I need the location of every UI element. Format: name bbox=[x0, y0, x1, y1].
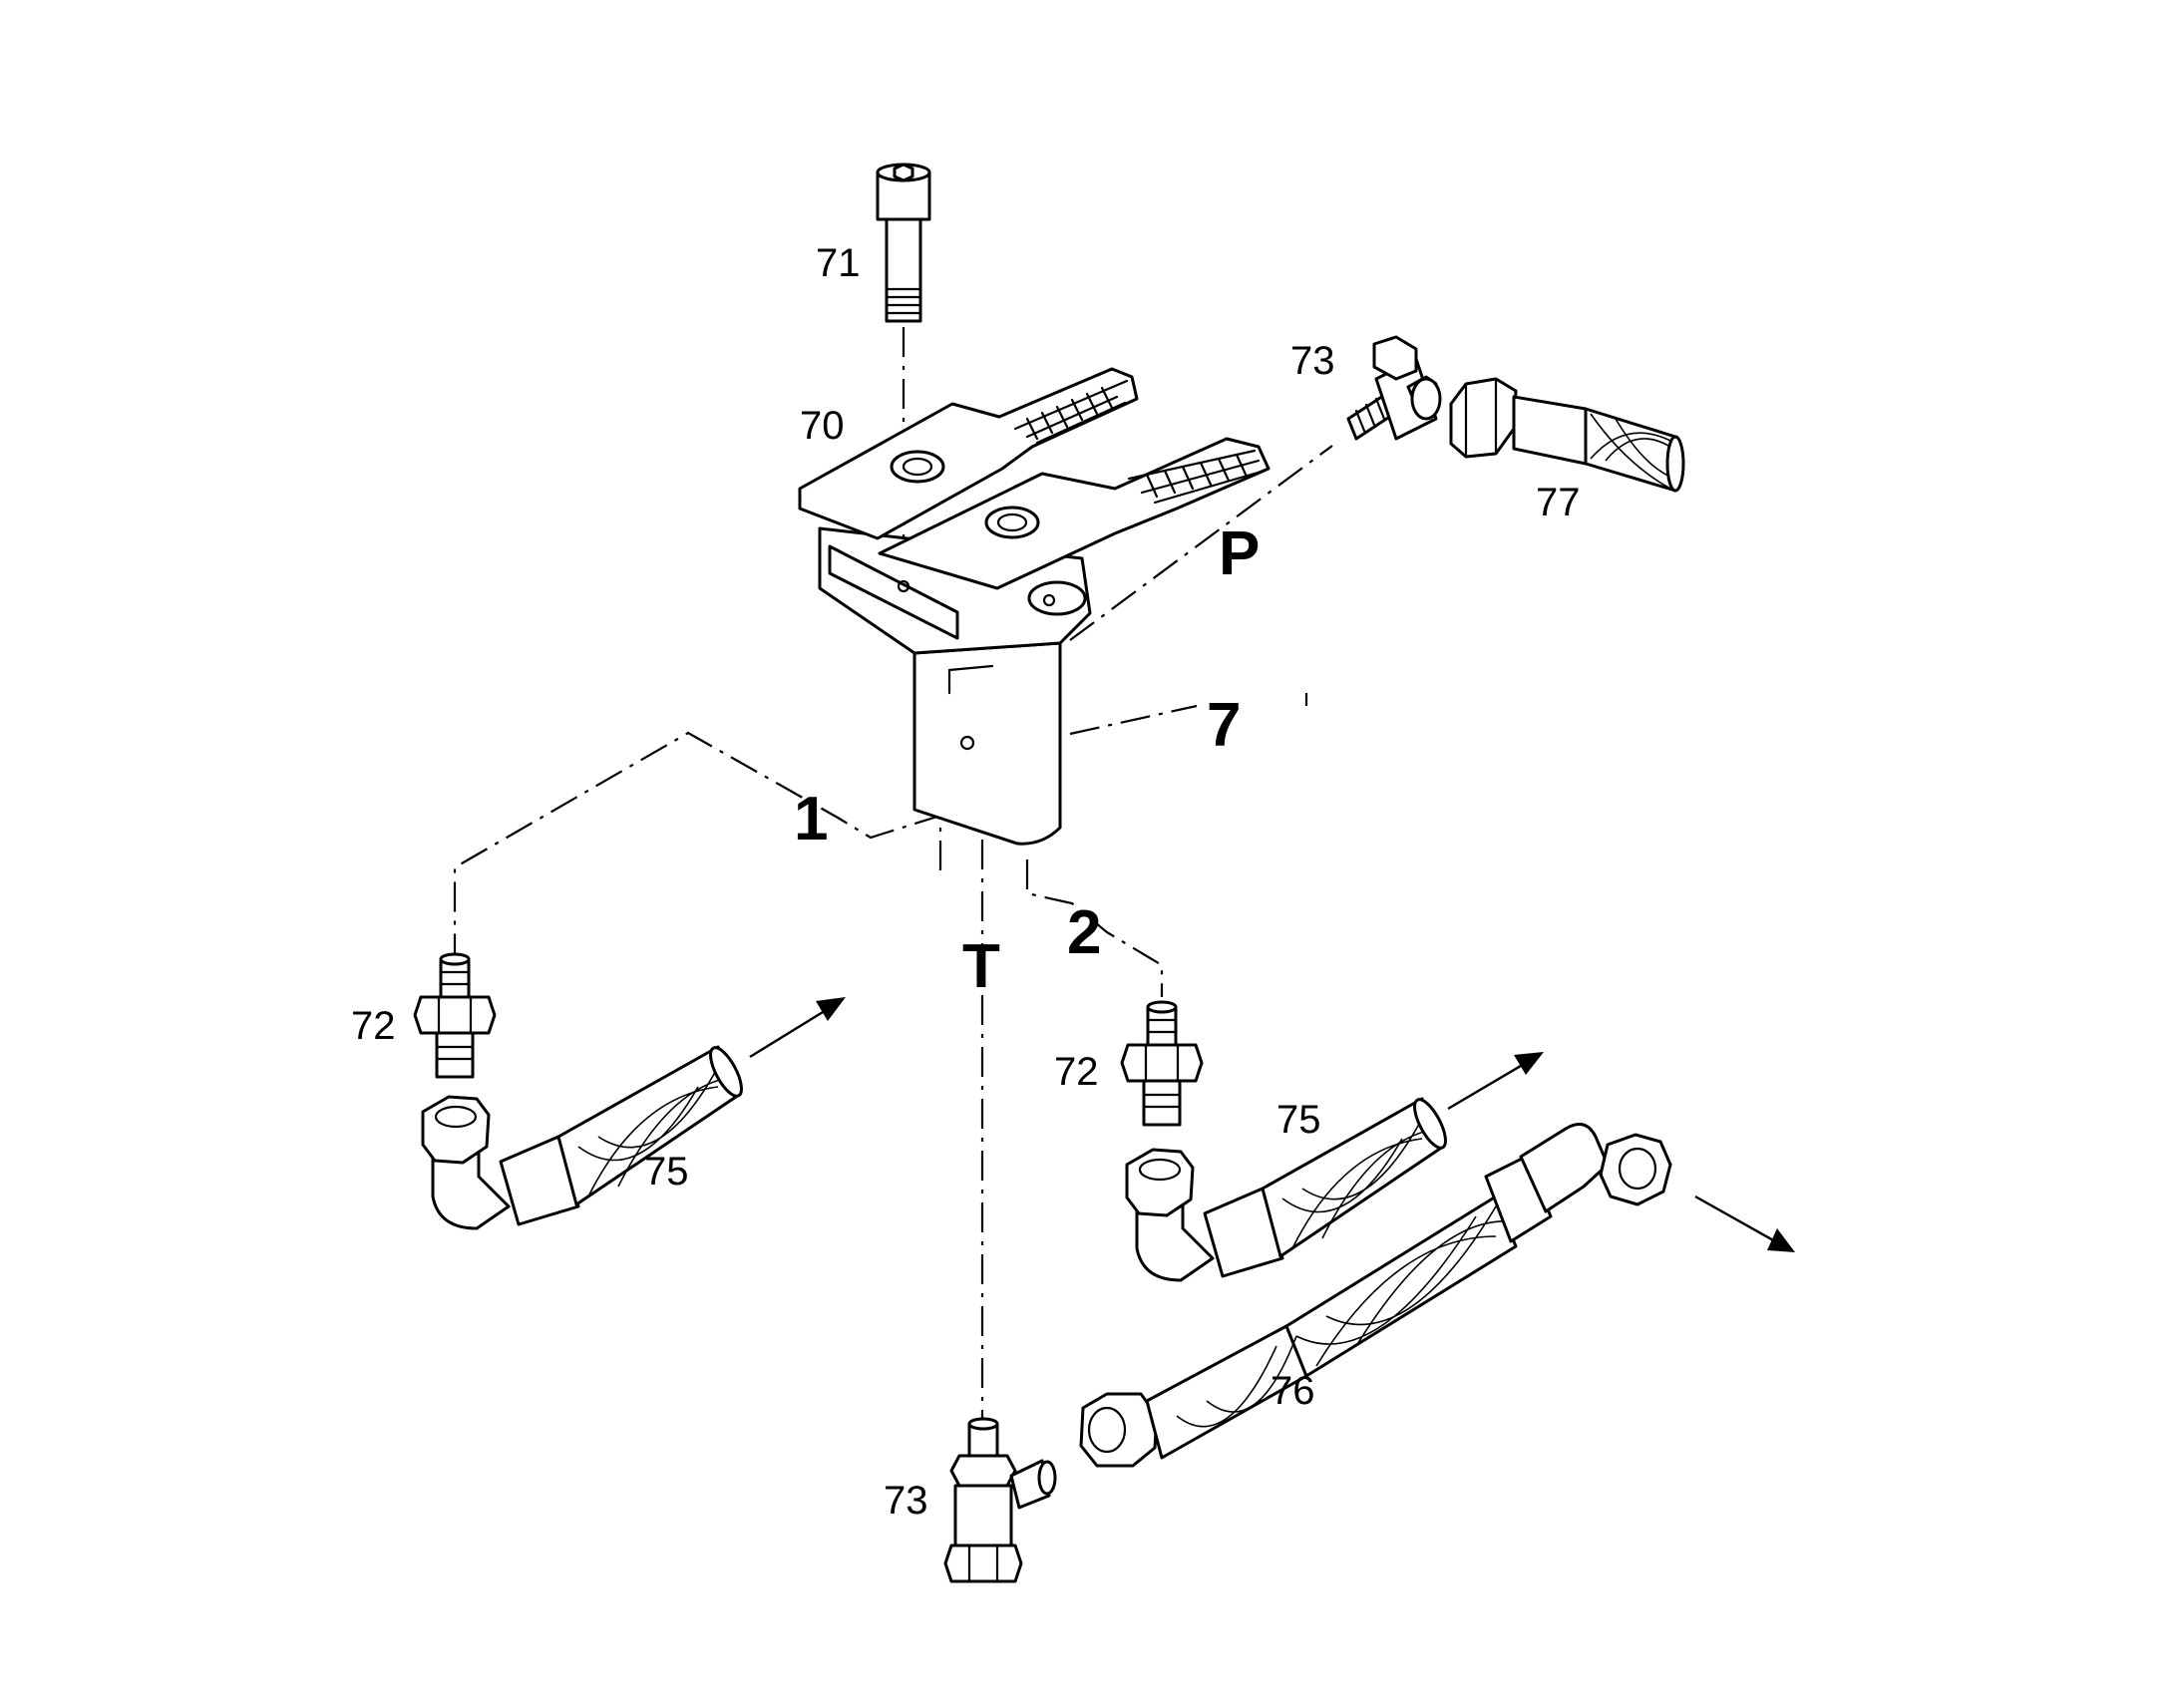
adapter-72-right bbox=[1120, 1000, 1204, 1127]
label-hose-right: 75 bbox=[1276, 1098, 1321, 1142]
arrow-head-right-upper bbox=[1514, 1052, 1544, 1075]
port-labels: P T 1 2 7 bbox=[794, 519, 1260, 1001]
hose-77 bbox=[1449, 377, 1685, 493]
port-label-valve: 7 bbox=[1207, 691, 1241, 760]
hose-76 bbox=[1079, 1123, 1672, 1468]
port-label-two: 2 bbox=[1067, 898, 1101, 967]
adapter-72-left bbox=[413, 952, 497, 1079]
arrow-head-left bbox=[816, 997, 846, 1021]
label-hose-long: 76 bbox=[1271, 1369, 1315, 1413]
label-adapter-left: 72 bbox=[351, 1004, 396, 1048]
flow-arrows bbox=[749, 997, 1795, 1252]
callout-labels: 71 70 73 77 72 72 75 75 76 73 bbox=[351, 241, 1581, 1523]
port-label-one: 1 bbox=[794, 785, 828, 854]
bolt-71 bbox=[876, 163, 931, 323]
port-label-pressure: P bbox=[1219, 519, 1260, 588]
port-label-tank: T bbox=[962, 932, 1000, 1001]
elbow-fitting-73-top bbox=[1346, 335, 1442, 441]
label-hose-upper-right: 77 bbox=[1536, 481, 1581, 524]
label-tee-fitting-bottom: 73 bbox=[884, 1479, 928, 1523]
hose-75-left bbox=[421, 1045, 743, 1230]
tee-fitting-73-bottom bbox=[943, 1417, 1057, 1583]
valve-assembly-7 bbox=[798, 367, 1271, 846]
hose-75-right bbox=[1125, 1097, 1447, 1282]
label-elbow-fitting-top: 73 bbox=[1290, 339, 1335, 383]
label-adapter-right: 72 bbox=[1054, 1050, 1099, 1094]
label-lever-assembly: 70 bbox=[800, 404, 845, 448]
label-bolt: 71 bbox=[816, 241, 861, 285]
arrow-head-right-lower bbox=[1767, 1228, 1795, 1252]
label-hose-left: 75 bbox=[644, 1150, 689, 1194]
